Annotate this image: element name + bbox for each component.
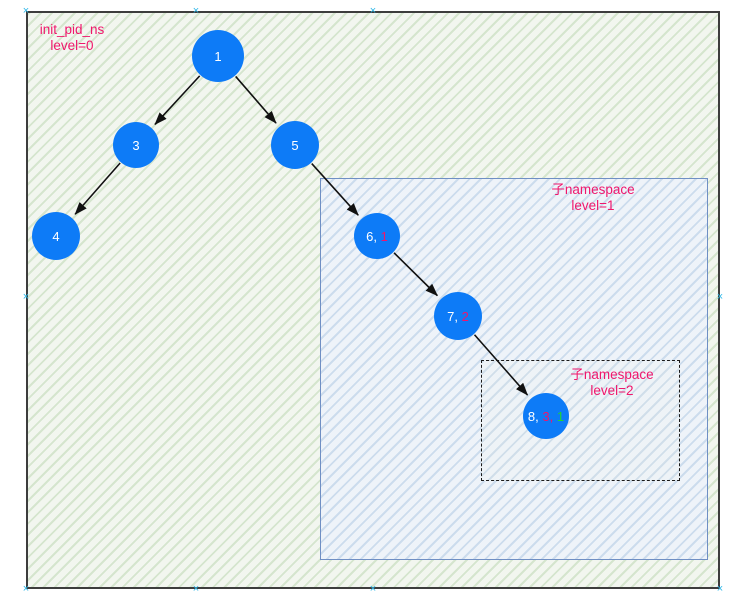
namespace-label-level-2: 子namespace level=2 (570, 367, 654, 398)
resize-handle-top-center[interactable] (192, 7, 201, 16)
process-node-3[interactable]: 3 (113, 122, 159, 168)
resize-handle-bottom-left[interactable] (22, 585, 31, 594)
resize-handle-top-left[interactable] (22, 7, 31, 16)
process-node-label: 8, 3, 1 (527, 408, 565, 424)
resize-handle-top-center-2[interactable] (369, 7, 378, 16)
process-node-label: 6, 1 (366, 228, 388, 244)
process-node-6[interactable]: 6, 1 (354, 213, 400, 259)
process-node-5[interactable]: 5 (271, 121, 319, 169)
process-node-1[interactable]: 1 (192, 30, 244, 82)
process-node-label: 5 (291, 137, 299, 153)
resize-handle-bottom-center[interactable] (192, 585, 201, 594)
namespace-label-init-pid-ns: init_pid_ns level=0 (39, 22, 105, 53)
process-node-label: 3 (132, 137, 140, 153)
resize-handle-left-middle[interactable] (22, 293, 31, 302)
process-node-label: 7, 2 (447, 308, 469, 324)
namespace-label-level-1: 子namespace level=1 (551, 182, 635, 213)
process-node-label: 1 (214, 48, 222, 64)
process-node-7[interactable]: 7, 2 (434, 292, 482, 340)
process-node-4[interactable]: 4 (32, 212, 80, 260)
process-node-label: 4 (52, 228, 60, 244)
resize-handle-right-middle[interactable] (716, 293, 725, 302)
process-node-8[interactable]: 8, 3, 1 (523, 393, 569, 439)
resize-handle-bottom-right[interactable] (716, 585, 725, 594)
resize-handle-bottom-center-2[interactable] (369, 585, 378, 594)
